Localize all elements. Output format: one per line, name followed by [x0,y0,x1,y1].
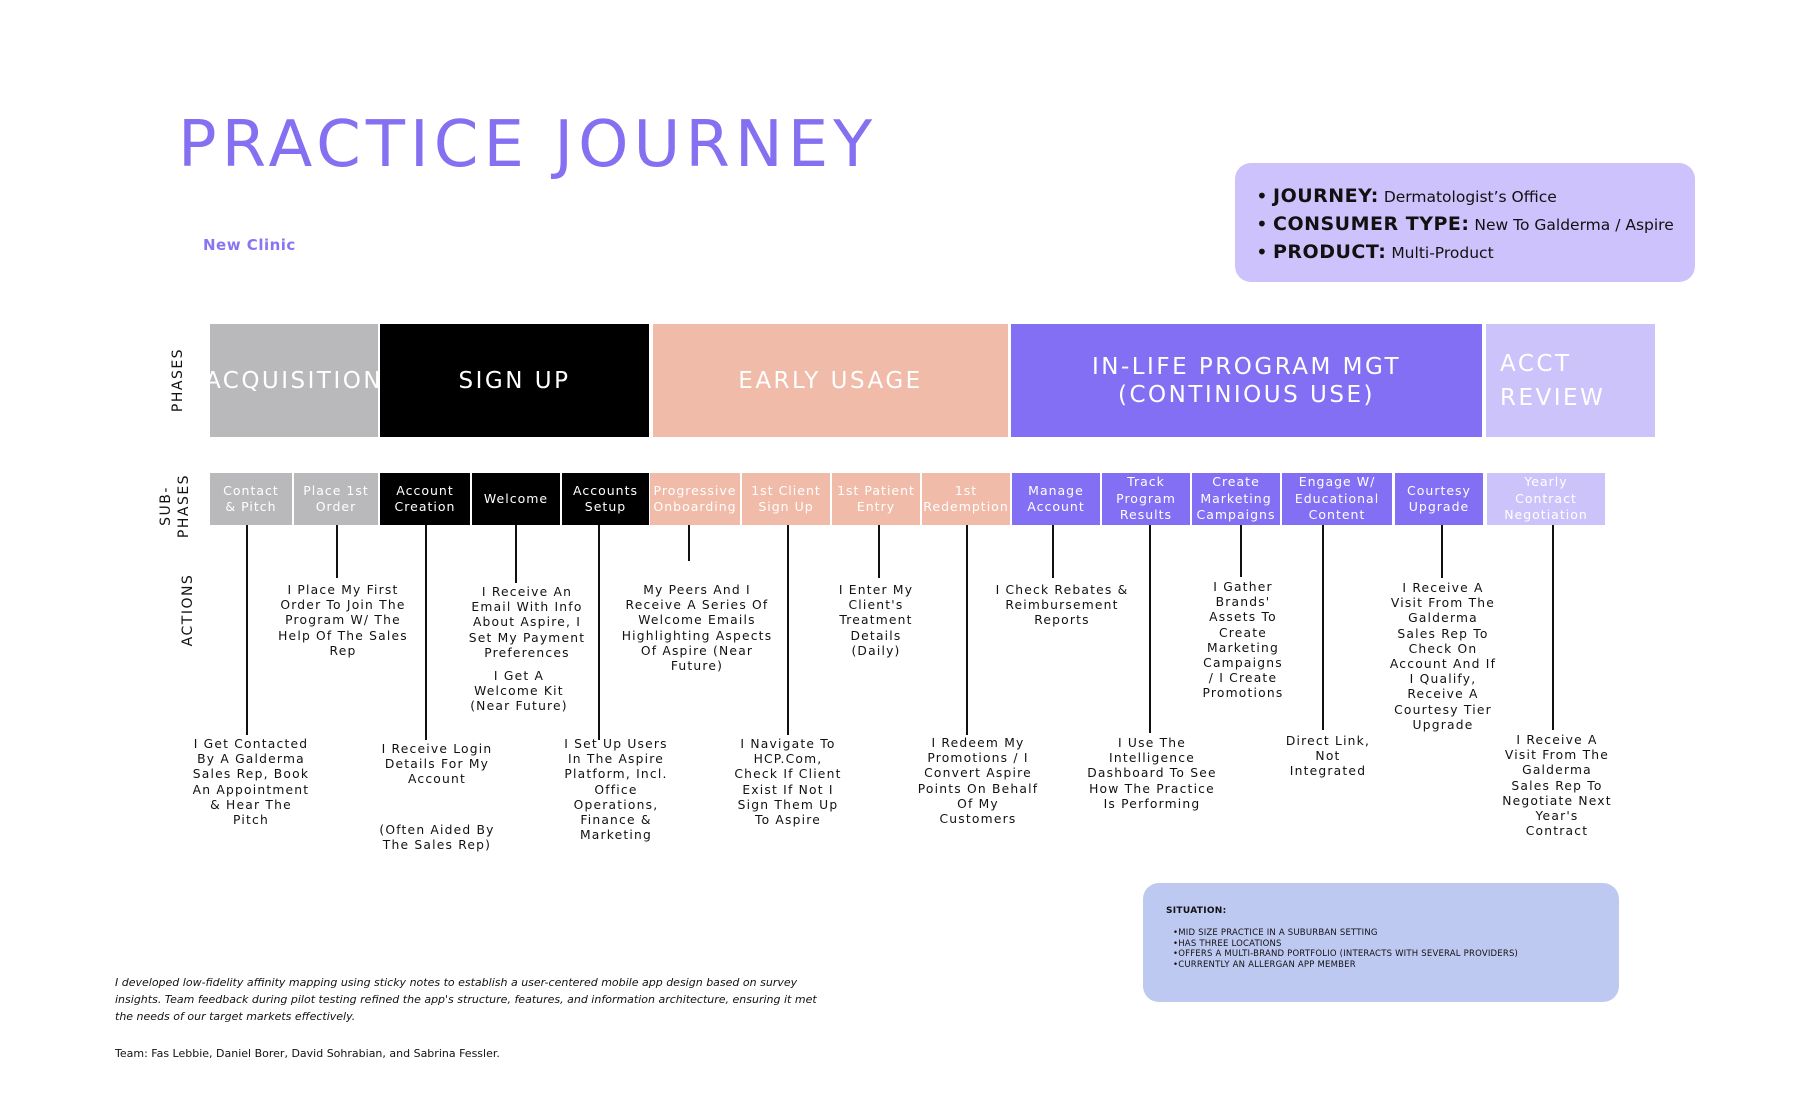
sub-phase-block: 1st Redemption [922,473,1010,525]
action-text: I Use The Intelligence Dashboard To See … [1087,736,1217,811]
sub-phase-block: Welcome [472,473,560,525]
phase-block: ACCT REVIEW [1486,324,1655,437]
sub-phase-block: Contact & Pitch [210,473,292,525]
page-title: PRACTICE JOURNEY [178,108,878,182]
action-text: I Get A Welcome Kit (Near Future) [470,669,568,714]
sub-phase-block: Yearly Contract Negotiation [1487,473,1605,525]
sub-phase-block: Track Program Results [1102,473,1190,525]
situation-item: OFFERS A MULTI-BRAND PORTFOLIO (INTERACT… [1173,949,1518,960]
action-text: I Receive A Visit From The Galderma Sale… [1389,581,1497,732]
phase-block: ACQUISITION [205,324,381,437]
action-text: My Peers And I Receive A Series Of Welco… [621,583,773,674]
sub-phase-block: Engage W/ Educational Content [1282,473,1392,525]
sub-phase-block: Account Creation [380,473,470,525]
action-text: I Gather Brands' Assets To Create Market… [1202,580,1284,701]
sub-phase-block: 1st Patient Entry [832,473,920,525]
connector-line [1322,525,1324,730]
connector-line [688,525,690,561]
consumer-type-label: CONSUMER TYPE: [1273,213,1470,235]
product-info-item: PRODUCT: Multi-Product [1256,239,1695,267]
journey-info-box: JOURNEY: Dermatologist’s Office CONSUMER… [1235,163,1695,282]
connector-line [787,525,789,735]
connector-line [425,525,427,740]
sub-phase-block: 1st Client Sign Up [742,473,830,525]
situation-item: MID SIZE PRACTICE IN A SUBURBAN SETTING [1173,928,1518,939]
action-text: I Navigate To HCP.Com, Check If Client E… [734,737,842,828]
situation-item: HAS THREE LOCATIONS [1173,939,1518,950]
sub-phase-block: Courtesy Upgrade [1395,473,1483,525]
connector-line [1052,525,1054,578]
journey-info-list: JOURNEY: Dermatologist’s Office CONSUMER… [1235,163,1695,267]
project-description: I developed low-fidelity affinity mappin… [115,976,817,1023]
sub-phase-block: Manage Account [1012,473,1100,525]
phase-block: IN-LIFE PROGRAM MGT (CONTINIOUS USE) [1011,324,1482,437]
situation-list: MID SIZE PRACTICE IN A SUBURBAN SETTING … [1173,928,1518,970]
action-text: (Often Aided By The Sales Rep) [379,823,495,853]
connector-line [878,525,880,578]
product-label: PRODUCT: [1273,241,1387,263]
connector-line [1240,525,1242,577]
situation-title: SITUATION: [1166,906,1227,916]
action-text: I Get Contacted By A Galderma Sales Rep,… [192,737,310,828]
action-text: I Place My First Order To Join The Progr… [278,583,408,658]
sub-phase-block: Progressive Onboarding [650,473,740,525]
page-subtitle: New Clinic [203,236,296,254]
connector-line [1149,525,1151,733]
sub-phases-row-label: SUB- PHASES [158,473,192,539]
action-text: I Set Up Users In The Aspire Platform, I… [564,737,668,843]
situation-item: CURRENTLY AN ALLERGAN APP MEMBER [1173,960,1518,971]
journey-value: Dermatologist’s Office [1383,188,1557,206]
consumer-type-value: New To Galderma / Aspire [1474,216,1674,234]
action-text: I Redeem My Promotions / I Convert Aspir… [917,736,1039,827]
phases-row-label: PHASES [170,347,186,413]
sub-phase-block: Accounts Setup [562,473,649,525]
connector-line [966,525,968,735]
phase-block: EARLY USAGE [653,324,1008,437]
action-text: Direct Link, Not Integrated [1285,734,1371,779]
connector-line [336,525,338,578]
action-text: I Enter My Client's Treatment Details (D… [838,583,914,658]
phase-block: SIGN UP [380,324,649,437]
journey-label: JOURNEY: [1273,185,1379,207]
action-text: I Receive Login Details For My Account [381,742,493,787]
product-value: Multi-Product [1391,244,1494,262]
action-text: I Receive An Email With Info About Aspir… [468,585,586,660]
sub-phase-block: Create Marketing Campaigns [1192,473,1280,525]
connector-line [515,525,517,583]
journey-info-item: JOURNEY: Dermatologist’s Office [1256,183,1695,211]
connector-line [1441,525,1443,578]
action-text: I Check Rebates & Reimbursement Reports [995,583,1129,628]
consumer-info-item: CONSUMER TYPE: New To Galderma / Aspire [1256,211,1695,239]
actions-row-label: ACTIONS [180,573,196,647]
connector-line [1552,525,1554,730]
sub-phase-block: Place 1st Order [294,473,378,525]
connector-line [598,525,600,740]
connector-line [246,525,248,735]
action-text: I Receive A Visit From The Galderma Sale… [1502,733,1612,839]
team-credits: Team: Fas Lebbie, Daniel Borer, David So… [115,1047,500,1060]
situation-box: SITUATION: MID SIZE PRACTICE IN A SUBURB… [1143,883,1619,1002]
